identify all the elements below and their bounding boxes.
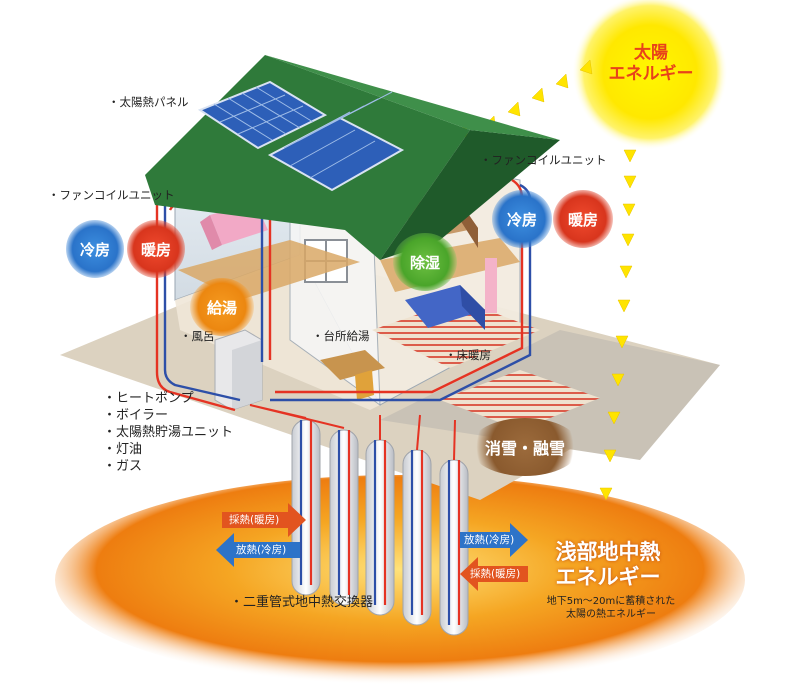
flow-label-collect-heating-left: 採熱(暖房) xyxy=(229,514,280,526)
heat-exchanger-tubes xyxy=(249,404,469,636)
sun-label: 太陽 エネルギー xyxy=(605,43,697,85)
label-floor-heating: ・床暖房 xyxy=(445,348,491,362)
sun-icon xyxy=(572,0,728,150)
solar-panels xyxy=(197,80,405,192)
label-exchanger: ・二重管式地中熱交換器 xyxy=(230,595,374,610)
geothermal-note: 地下5m～20mに蓄積された 太陽の熱エネルギー xyxy=(542,595,680,621)
flow-label-collect-heating-right: 採熱(暖房) xyxy=(470,568,521,580)
heat-source-list: ・ヒートポンプ ・ボイラー ・太陽熱貯湯ユニット ・灯油 ・ガス xyxy=(103,390,233,475)
flow-label-release-cooling-right: 放熱(冷房) xyxy=(464,534,515,546)
geothermal-title-line2: エネルギー xyxy=(555,565,661,589)
label-fancoil-right: ・ファンコイルユニット xyxy=(480,153,607,167)
geothermal-title: 浅部地中熱 エネルギー xyxy=(538,540,678,590)
bubble-hot-water: 給湯 xyxy=(190,278,254,336)
bubble-snow-melt: 消雪・融雪 xyxy=(470,418,580,476)
bubble-heating-left: 暖房 xyxy=(127,220,185,278)
heat-source-item: ・ガス xyxy=(103,459,143,474)
heat-source-item: ・ボイラー xyxy=(103,408,169,423)
heat-source-item: ・ヒートポンプ xyxy=(103,391,194,406)
floor-heating-panels xyxy=(372,300,600,430)
geothermal-note-line2: 太陽の熱エネルギー xyxy=(566,609,656,620)
bubble-cooling-left: 冷房 xyxy=(66,220,124,278)
sun-label-line1: 太陽 xyxy=(634,43,668,63)
furniture xyxy=(200,149,497,411)
geothermal-note-line1: 地下5m～20mに蓄積された xyxy=(546,596,676,607)
heat-source-item: ・太陽熱貯湯ユニット xyxy=(103,425,234,440)
bubble-cooling-right: 冷房 xyxy=(492,190,552,248)
geothermal-title-line1: 浅部地中熱 xyxy=(555,540,661,564)
label-kitchen: ・台所給湯 xyxy=(312,329,370,343)
label-bath: ・風呂 xyxy=(180,329,215,343)
bubble-heating-right: 暖房 xyxy=(553,190,613,248)
sun-label-line2: エネルギー xyxy=(608,64,694,84)
label-solar-panel: ・太陽熱パネル xyxy=(108,95,189,109)
flow-arrows xyxy=(216,503,528,591)
label-fancoil-left: ・ファンコイルユニット xyxy=(48,188,175,202)
bubble-dehumidify: 除湿 xyxy=(393,233,457,291)
flow-label-release-cooling-left: 放熱(冷房) xyxy=(236,544,287,556)
heat-source-item: ・灯油 xyxy=(103,442,143,457)
